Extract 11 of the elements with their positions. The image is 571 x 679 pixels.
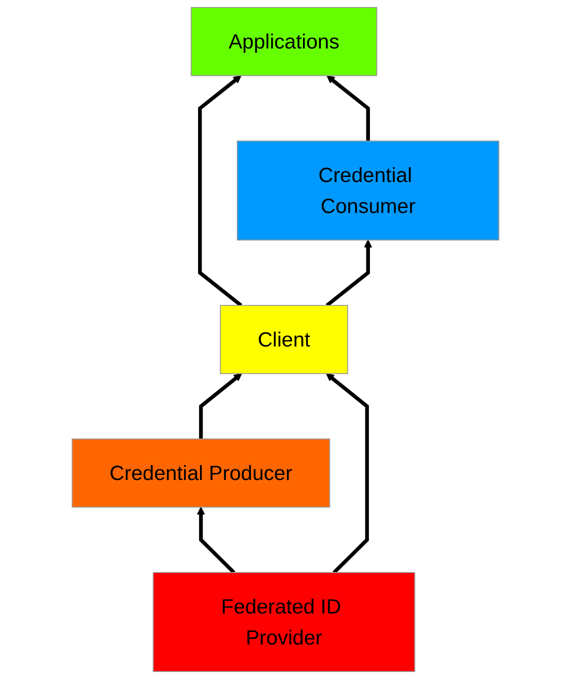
node-box: Credential Consumer — [236, 140, 500, 240]
arrow — [196, 506, 236, 574]
node-box: Client — [220, 304, 348, 374]
arrow — [326, 373, 369, 574]
arrow — [326, 75, 370, 142]
arrow — [326, 240, 372, 307]
arrow — [199, 373, 242, 439]
node-box: Credential Producer — [72, 438, 330, 508]
arrow — [198, 75, 242, 307]
node-box: Federated ID Provider — [152, 572, 416, 672]
node-box: Applications — [190, 7, 378, 76]
